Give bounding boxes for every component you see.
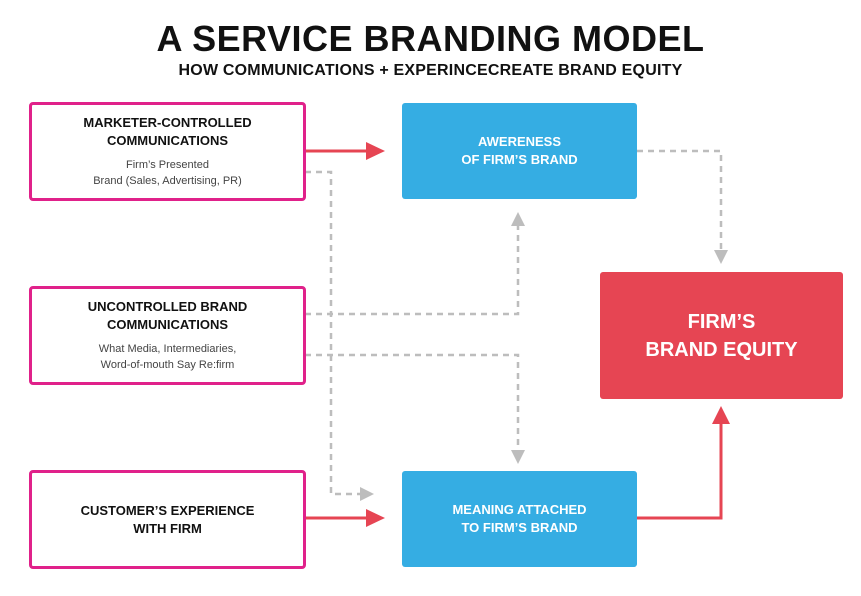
- dashed-arrowhead-equity-down: [714, 250, 728, 264]
- meaning-box: MEANING ATTACHED TO FIRM’S BRAND: [402, 471, 637, 567]
- dashed-link-awareness-to-equity: [637, 149, 723, 250]
- awareness-box: AWERENESS OF FIRM’S BRAND: [402, 103, 637, 199]
- awareness-label-line-2: OF FIRM’S BRAND: [461, 152, 578, 167]
- meaning-label-line-1: MEANING ATTACHED: [452, 502, 587, 517]
- dashed-link-marketer-to-meaning: [305, 170, 360, 496]
- marketer-controlled-box: MARKETER-CONTROLLED COMMUNICATIONS Firm’…: [29, 102, 306, 201]
- brand-equity-label-line-1: FIRM’S: [687, 310, 756, 333]
- dashed-link-uncontrolled-to-meaning: [305, 353, 520, 450]
- brand-equity-label-line-2: BRAND EQUITY: [645, 338, 798, 361]
- brand-equity-box: FIRM’S BRAND EQUITY: [600, 272, 843, 399]
- solid-arrowhead-awareness: [366, 142, 385, 160]
- solid-arrowhead-equity: [712, 406, 730, 424]
- dashed-link-uncontrolled-to-awareness: [305, 226, 520, 316]
- meaning-label-line-2: TO FIRM’S BRAND: [461, 520, 578, 535]
- solid-link-meaning-to-equity: [637, 424, 723, 520]
- dashed-arrowhead-meaning-side: [360, 487, 374, 501]
- uncontrolled-box: UNCONTROLLED BRAND COMMUNICATIONS What M…: [29, 286, 306, 385]
- customer-experience-box: CUSTOMER’S EXPERIENCE WITH FIRM: [29, 470, 306, 569]
- dashed-arrowhead-awareness-up: [511, 212, 525, 226]
- customer-experience-heading: CUSTOMER’S EXPERIENCE WITH FIRM: [80, 502, 255, 536]
- diagram-title: A SERVICE BRANDING MODEL: [156, 18, 705, 59]
- awareness-label-line-1: AWERENESS: [477, 134, 562, 149]
- marketer-controlled-heading: MARKETER-CONTROLLED COMMUNICATIONS: [83, 115, 252, 148]
- solid-arrowhead-meaning: [366, 509, 385, 527]
- uncontrolled-heading: UNCONTROLLED BRAND COMMUNICATIONS: [87, 299, 248, 332]
- marketer-controlled-detail: Firm’s Presented Brand (Sales, Advertisi…: [93, 159, 242, 187]
- diagram-subtitle: HOW COMMUNICATIONS + EXPERINCECREATE BRA…: [178, 62, 683, 79]
- uncontrolled-detail: What Media, Intermediaries, Word-of-mout…: [98, 343, 237, 371]
- dashed-arrowhead-meaning-down: [511, 450, 525, 464]
